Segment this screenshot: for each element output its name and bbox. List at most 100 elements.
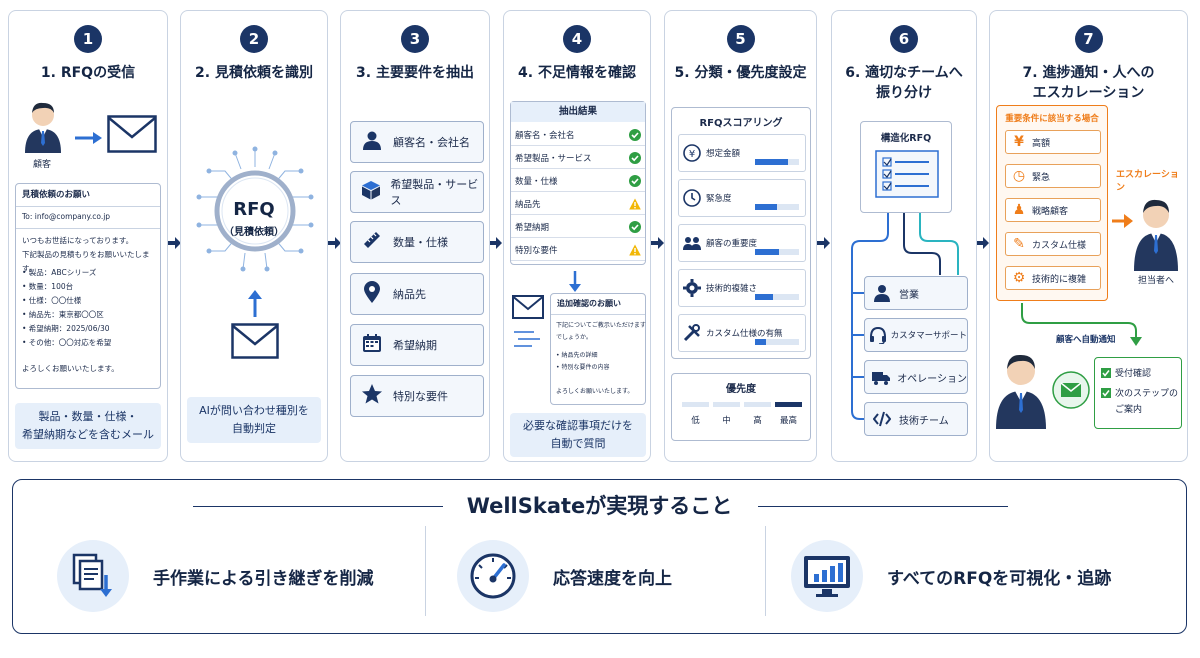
customer-label: 顧客: [33, 160, 52, 170]
score-bar: [755, 339, 799, 345]
priority-label: 高: [753, 416, 762, 426]
condition-label: 技術的に複雑: [1032, 274, 1087, 285]
step-caption: 必要な確認事項だけを 自動で質問: [510, 413, 646, 457]
priority-label: 中: [722, 416, 731, 426]
email-bullet: • 納品先：東京都〇〇区: [22, 310, 104, 319]
check-circle-icon: [629, 220, 641, 233]
box-icon: [361, 181, 380, 200]
email-line: いつもお世話になっております。: [22, 236, 134, 245]
notice-item: ご案内: [1115, 405, 1143, 415]
check-icon: [1101, 368, 1111, 378]
mail-notification-icon: [1052, 371, 1090, 409]
flow-arrow-icon: [976, 237, 989, 249]
step-number: 6: [890, 25, 918, 53]
rfq-label: RFQ: [233, 199, 275, 220]
step-caption: AIが問い合わせ種別を 自動判定: [187, 397, 321, 443]
condition-label: 戦略顧客: [1032, 206, 1069, 217]
followup-email-card: 追加確認のお願い 下記についてご教示いただけます でしょうか。 • 納品先の詳細…: [550, 293, 646, 405]
auto-notice-label: 顧客へ自動通知: [1056, 335, 1116, 345]
team-label: 技術チーム: [899, 415, 949, 427]
headset-icon: [869, 326, 886, 344]
email-closing: よろしくお願いいたします。: [22, 364, 119, 373]
condition-item: ⚙技術的に複雑: [1005, 266, 1101, 290]
divider: [16, 228, 160, 229]
step-number: 7: [1074, 25, 1103, 53]
arrow-right-icon: [75, 132, 102, 144]
row-label: 顧客名・会社名: [515, 130, 575, 141]
score-row: ¥ 想定金額: [678, 134, 806, 172]
score-bar-fill: [755, 339, 766, 345]
score-row: 緊急度: [678, 179, 806, 217]
yen-icon: ¥: [1014, 134, 1024, 150]
step-1-panel: 1 1. RFQの受信 顧客 見積依頼のお願い To: info@company…: [8, 10, 168, 462]
table-row: 特別な要件: [511, 239, 645, 261]
warning-icon: [629, 244, 641, 255]
priority-card: 優先度 低中高最高: [671, 373, 811, 441]
step-7-panel: 7 7. 進捗通知・人への エスカレーション 重要条件に該当する場合 ¥高額◷緊…: [989, 10, 1188, 462]
structured-rfq-card: 構造化RFQ: [860, 121, 952, 213]
step-number: 1: [74, 25, 102, 53]
yen-icon: ¥: [683, 144, 701, 162]
score-label: 緊急度: [706, 194, 732, 204]
step-number: 5: [726, 25, 755, 53]
strategic-customer-icon: ♟: [1012, 202, 1026, 218]
clock-icon: [683, 189, 701, 207]
step-number: 4: [563, 25, 591, 53]
flow-arrow-icon: [168, 237, 181, 249]
person-icon: [363, 131, 381, 150]
step-title: 4. 不足情報を確認: [518, 65, 636, 81]
ruler-icon: [364, 232, 380, 248]
condition-box: 重要条件に該当する場合 ¥高額◷緊急♟戦略顧客✎カスタム仕様⚙技術的に複雑: [996, 105, 1108, 301]
routing-lines-icon: [851, 213, 959, 420]
email-bullet: • 希望納期：2025/06/30: [22, 324, 110, 333]
step-caption: 製品・数量・仕様・ 希望納期などを含むメール: [15, 403, 161, 449]
requirement-item: 顧客名・会社名: [350, 121, 484, 163]
score-bar-fill: [755, 204, 777, 210]
flow-arrow-icon: [651, 237, 664, 249]
documents-icon: [72, 553, 112, 597]
step-number: 2: [240, 25, 268, 53]
condition-item: ¥ 高額: [1005, 130, 1101, 154]
requirement-item: 納品先: [350, 273, 484, 315]
warning-icon: [629, 198, 641, 209]
score-label: 想定金額: [706, 149, 741, 159]
score-row: 技術的複雑さ: [678, 269, 806, 307]
assignee-avatar-icon: [1134, 199, 1178, 271]
score-bar-fill: [755, 249, 780, 255]
arrow-down-icon: [569, 271, 581, 292]
priority-title: 優先度: [726, 384, 756, 395]
arrow-right-icon: [1112, 214, 1133, 228]
score-label: 技術的複雑さ: [706, 284, 758, 294]
divider: [765, 526, 766, 616]
truck-icon: [872, 372, 891, 385]
table-row: 希望納期: [511, 216, 645, 238]
team-item: 技術チーム: [864, 402, 968, 436]
customer-avatar-icon: [25, 102, 61, 153]
check-icon: [1101, 388, 1111, 398]
score-bar: [755, 294, 799, 300]
step-title: 7. 進捗通知・人への エスカレーション: [1022, 65, 1155, 101]
star-icon: [362, 384, 382, 404]
condition-label: 高額: [1032, 138, 1051, 149]
checklist-icon: [875, 150, 939, 198]
notice-item: 受付確認: [1115, 369, 1152, 379]
ai-network-icon: [196, 146, 314, 272]
requirement-item: 特別な要件: [350, 375, 484, 417]
benefits-section: WellSkateが実現すること 手作業による引き継ぎを削減 応答速度を向上 す…: [12, 479, 1187, 634]
arrow-up-icon: [248, 290, 262, 317]
row-label: 納品先: [515, 199, 541, 210]
followup-closing: よろしくお願いいたします。: [556, 388, 634, 395]
followup-bullet: • 納品先の詳細: [556, 352, 598, 359]
score-bar: [755, 204, 799, 210]
divider: [551, 314, 645, 315]
team-item: カスタマーサポート: [864, 318, 968, 352]
condition-title: 重要条件に該当する場合: [1005, 114, 1099, 124]
escalation-label: エスカレーション: [1116, 170, 1179, 193]
step-title: 5. 分類・優先度設定: [674, 65, 807, 81]
email-bullet: • その他：〇〇対応を希望: [22, 338, 112, 347]
flow-arrow-icon: [817, 237, 830, 249]
score-label: カスタム仕様の有無: [706, 329, 783, 339]
notice-item: 次のステップの: [1115, 389, 1179, 399]
table-title: 抽出結果: [511, 102, 645, 122]
condition-label: カスタム仕様: [1032, 240, 1087, 251]
